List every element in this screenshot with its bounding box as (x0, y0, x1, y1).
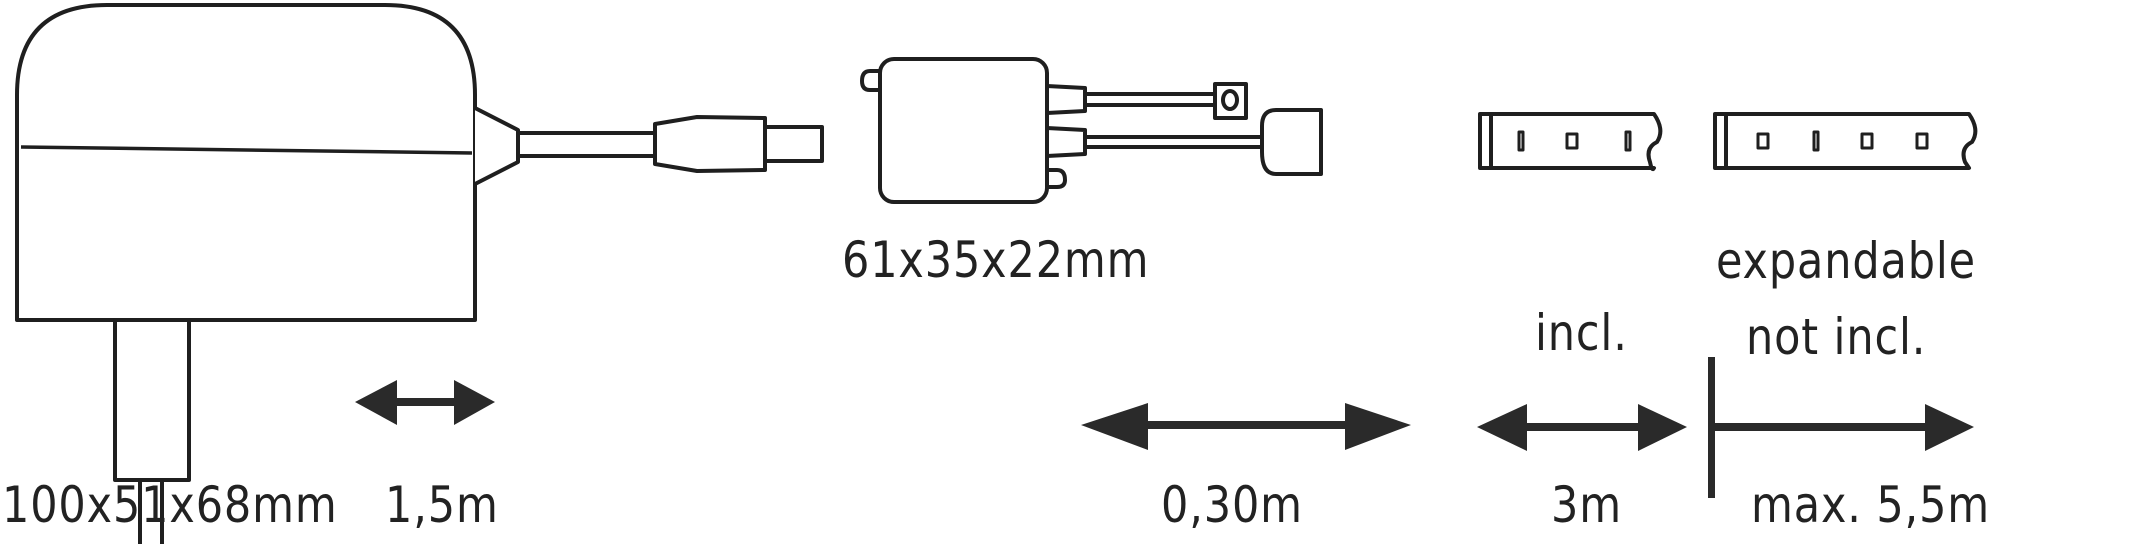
strip-length-label: 3m (1551, 476, 1622, 534)
double-arrow-icon (1477, 404, 1687, 451)
extension-max-length-label: max. 5,5m (1751, 476, 1991, 534)
double-arrow-icon (1081, 403, 1411, 450)
adapter-cable-length-label: 1,5m (385, 476, 499, 534)
extension-expandable-label: expandable (1716, 232, 1976, 290)
controller-cable-length-label: 0,30m (1161, 476, 1303, 534)
strip-included-label: incl. (1535, 304, 1628, 362)
extension-not-included-label: not incl. (1746, 308, 1927, 366)
led-strip-extension-icon (1713, 112, 1978, 170)
double-arrow-icon (355, 380, 495, 425)
controller-dimensions-label: 61x35x22mm (842, 231, 1150, 289)
controller-icon (860, 57, 1323, 204)
adapter-dimensions-label: 100x51x68mm (2, 476, 338, 534)
power-adapter-icon (15, 3, 824, 544)
extension-arrow-icon (1708, 357, 1974, 498)
led-strip-included-icon (1478, 112, 1663, 172)
